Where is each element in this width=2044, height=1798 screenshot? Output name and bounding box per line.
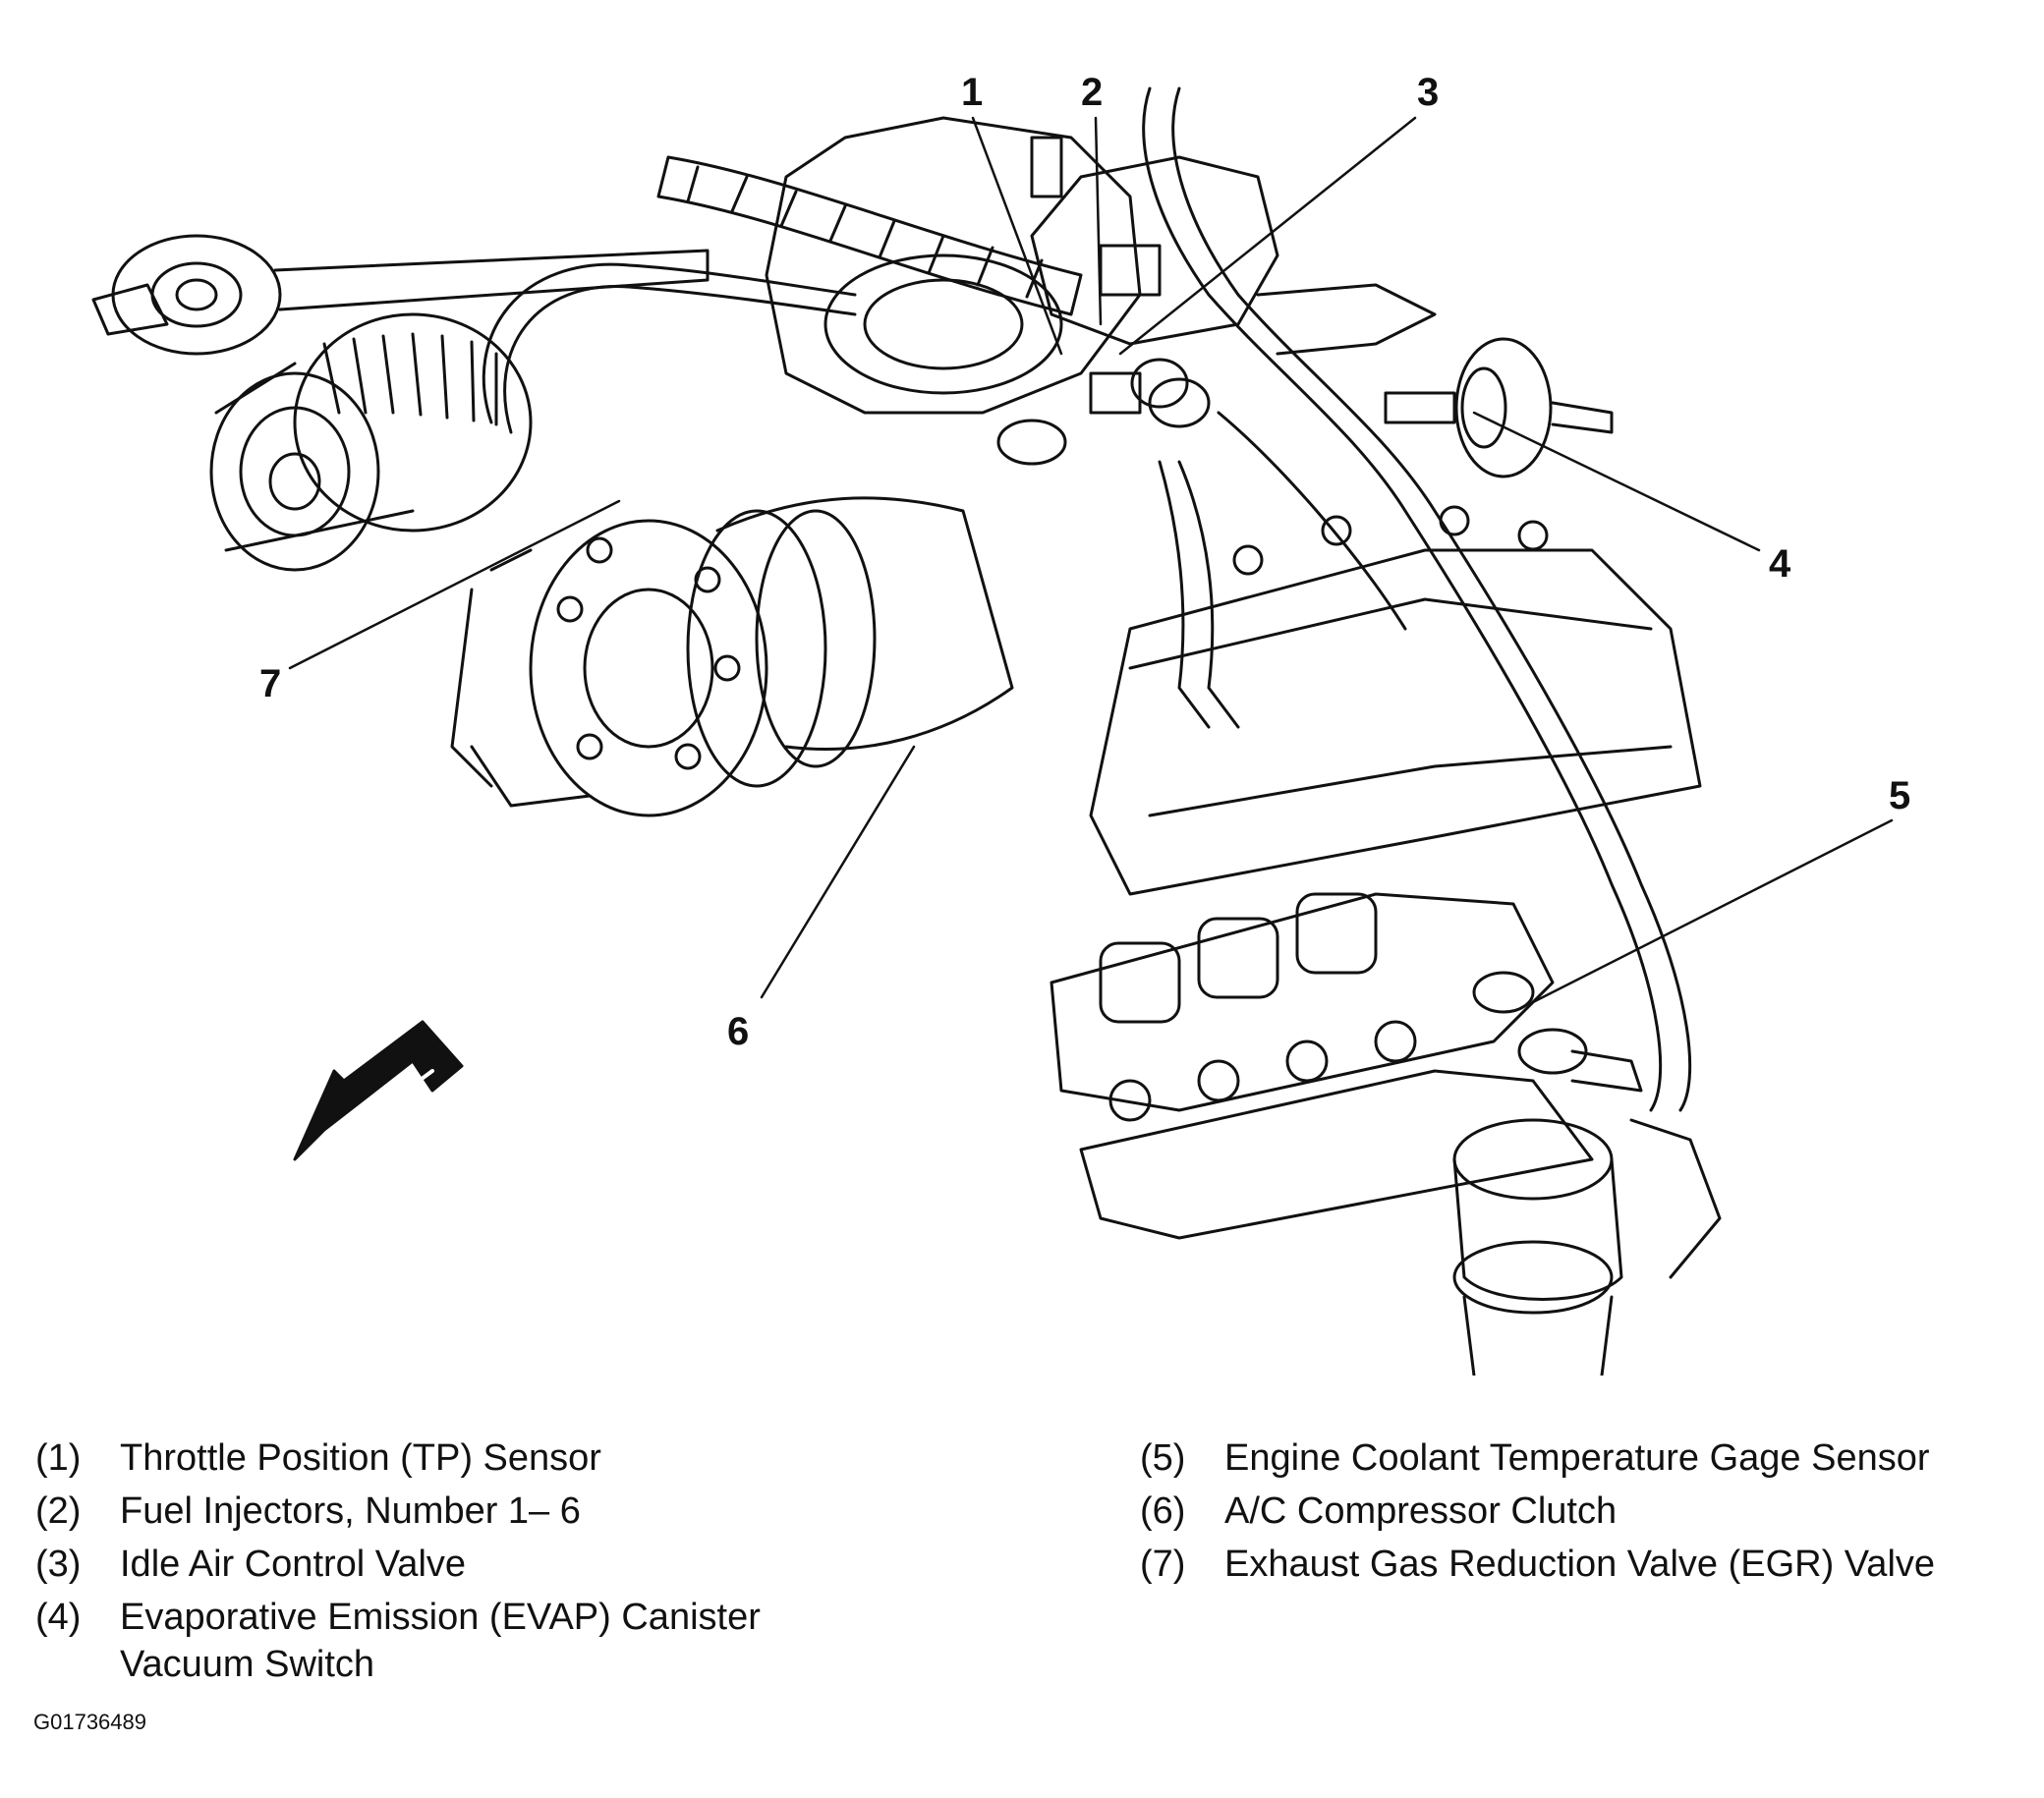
legend-item: (5) Engine Coolant Temperature Gage Sens… — [1140, 1434, 1935, 1482]
legend-text: Engine Coolant Temperature Gage Sensor — [1224, 1437, 1930, 1479]
legend-column-left: (1) Throttle Position (TP) Sensor (2) Fu… — [35, 1434, 761, 1694]
legend-text: Evaporative Emission (EVAP) Canister Vac… — [120, 1597, 761, 1685]
arrow-icon — [293, 1020, 464, 1161]
legend-text: Fuel Injectors, Number 1– 6 — [120, 1490, 581, 1532]
ect-sensor — [1452, 971, 1722, 1376]
callout-2: 2 — [1081, 71, 1104, 114]
engine-illustration — [91, 86, 1894, 1376]
legend-item: (1) Throttle Position (TP) Sensor — [35, 1434, 761, 1482]
leader-lines — [288, 116, 1894, 1004]
legend-text: Throttle Position (TP) Sensor — [120, 1437, 601, 1479]
callout-1: 1 — [961, 71, 984, 114]
legend-text: Exhaust Gas Reduction Valve (EGR) Valve — [1224, 1544, 1936, 1585]
legend-number: (2) — [35, 1490, 82, 1532]
callout-5: 5 — [1889, 774, 1911, 817]
valve-cover — [1089, 505, 1702, 896]
legend-item: (4) Evaporative Emission (EVAP) Canister… — [35, 1594, 761, 1688]
fuel-injector-rail — [1030, 136, 1437, 428]
callout-3: 3 — [1417, 71, 1440, 114]
legend-number: (5) — [1140, 1437, 1186, 1479]
wiring-harness — [482, 86, 1692, 1112]
callout-4: 4 — [1769, 542, 1791, 586]
legend-item: (6) A/C Compressor Clutch — [1140, 1488, 1935, 1535]
cylinder-head — [1050, 892, 1594, 1240]
legend-item: (7) Exhaust Gas Reduction Valve (EGR) Va… — [1140, 1541, 1935, 1588]
legend-item: (2) Fuel Injectors, Number 1– 6 — [35, 1488, 761, 1535]
vacuum-hose — [656, 155, 1083, 316]
legend-text: A/C Compressor Clutch — [1224, 1490, 1618, 1532]
callout-7: 7 — [259, 662, 282, 705]
legend-text: Idle Air Control Valve — [120, 1544, 467, 1585]
alternator — [209, 312, 533, 572]
legend-number: (1) — [35, 1437, 82, 1479]
ac-compressor — [450, 496, 1014, 817]
figure-id: G01736489 — [33, 1710, 146, 1734]
callout-6: 6 — [727, 1010, 750, 1053]
legend-item: (3) Idle Air Control Valve — [35, 1541, 761, 1588]
legend-number: (3) — [35, 1544, 82, 1585]
oil-filler-cap — [91, 234, 710, 356]
throttle-body — [765, 116, 1189, 466]
legend: (1) Throttle Position (TP) Sensor (2) Fu… — [0, 1434, 2044, 1759]
legend-number: (4) — [35, 1597, 82, 1638]
legend-number: (6) — [1140, 1490, 1186, 1532]
legend-column-right: (5) Engine Coolant Temperature Gage Sens… — [1140, 1434, 1935, 1594]
evap-vacuum-switch — [1384, 337, 1614, 478]
legend-number: (7) — [1140, 1544, 1186, 1585]
